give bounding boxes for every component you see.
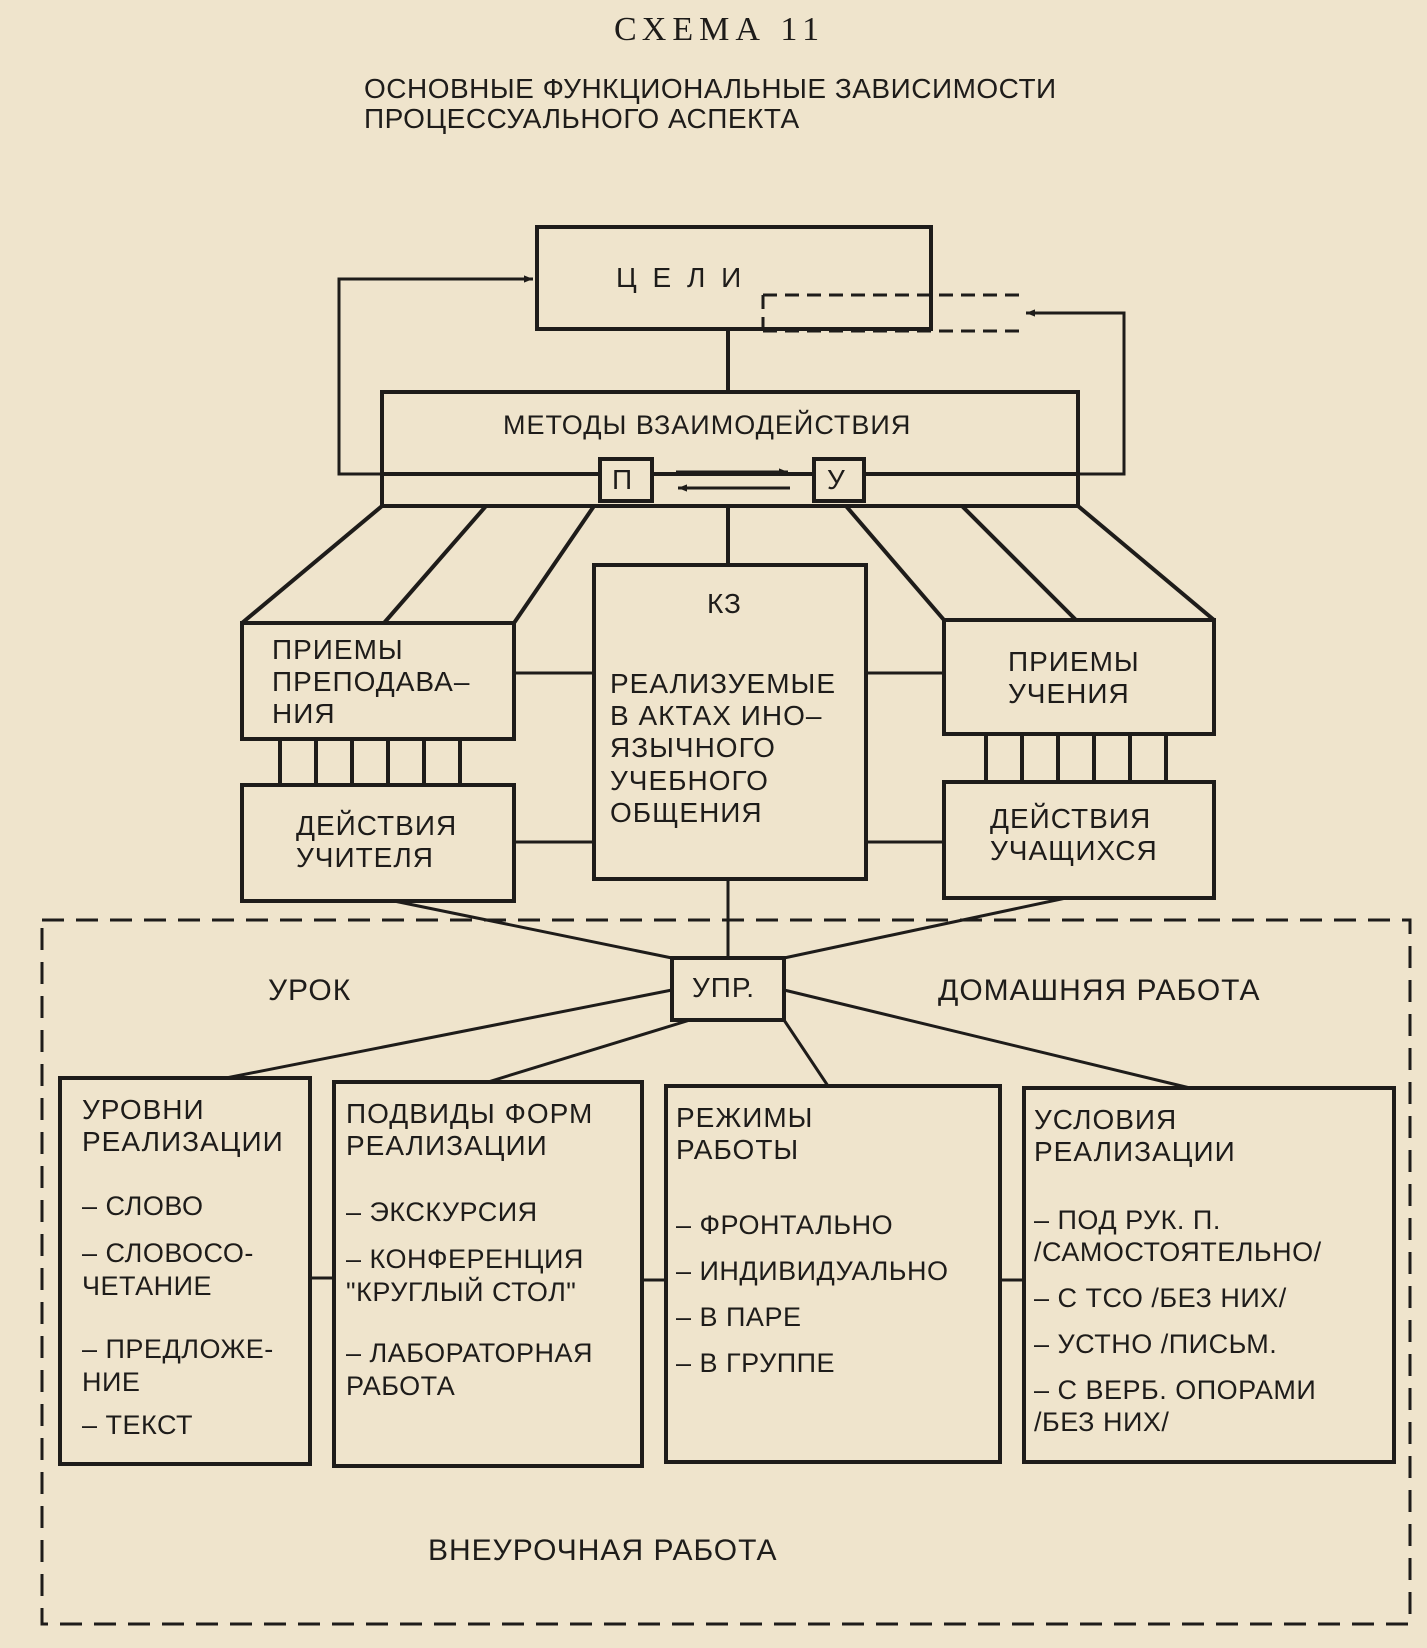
levels-list: – СЛОВО – СЛОВОСО- ЧЕТАНИЕ – ПРЕДЛОЖЕ- Н… (82, 1190, 274, 1442)
list-item: /САМОСТОЯТЕЛЬНО/ (1034, 1237, 1322, 1267)
goals-dashed-box (761, 293, 1024, 333)
label-line: ПРИЕМЫ (272, 634, 404, 665)
teaching-techniques-box (240, 621, 516, 741)
box-title-line: УСЛОВИЯ (1034, 1104, 1178, 1135)
box-title-line: РЕАЛИЗАЦИИ (1034, 1136, 1236, 1168)
student-actions-label: ДЕЙСТВИЯ УЧАЩИХСЯ (990, 803, 1158, 867)
list-item: – ЛАБОРАТОРНАЯ (346, 1338, 594, 1368)
list-item: – ПОД РУК. П. (1034, 1205, 1221, 1235)
conditions-list: – ПОД РУК. П. /САМОСТОЯТЕЛЬНО/ – С ТСО /… (1034, 1204, 1322, 1438)
label-line: ПРИЕМЫ (1008, 646, 1140, 677)
label-line: ДЕЙСТВИЯ (296, 810, 458, 841)
list-item: – СЛОВО (82, 1191, 204, 1221)
list-item: – КОНФЕРЕНЦИЯ (346, 1244, 584, 1274)
teaching-techniques-label: ПРИЕМЫ ПРЕПОДАВА– НИЯ (272, 634, 470, 731)
kz-line: ЯЗЫЧНОГО (610, 732, 776, 764)
kz-line: РЕАЛИЗУЕМЫЕ (610, 668, 836, 699)
list-item: – ПРЕДЛОЖЕ- (82, 1334, 274, 1364)
forms-title: ПОДВИДЫ ФОРМ РЕАЛИЗАЦИИ (346, 1098, 593, 1162)
scheme-subtitle-line1: ОСНОВНЫЕ ФУНКЦИОНАЛЬНЫЕ ЗАВИСИМОСТИ (364, 73, 1057, 104)
lesson-label: УРОК (268, 974, 352, 1007)
goals-box (535, 225, 933, 331)
student-actions-box (942, 780, 1216, 900)
scheme-subtitle-line2: ПРОЦЕССУАЛЬНОГО АСПЕКТА (364, 103, 800, 134)
box-title-line: РЕАЛИЗАЦИИ (82, 1126, 284, 1158)
label-line: НИЯ (272, 698, 336, 730)
methods-label: МЕТОДЫ ВЗАИМОДЕЙСТВИЯ (503, 410, 912, 440)
extracurricular-label: ВНЕУРОЧНАЯ РАБОТА (428, 1534, 778, 1567)
label-line: УЧАЩИХСЯ (990, 835, 1158, 867)
list-item: – ФРОНТАЛЬНО (676, 1210, 894, 1240)
forms-box (332, 1080, 644, 1468)
list-item: "КРУГЛЫЙ СТОЛ" (346, 1277, 577, 1307)
list-item: – УСТНО /ПИСЬМ. (1034, 1329, 1278, 1359)
kz-line: В АКТАХ ИНО– (610, 700, 823, 732)
list-item: – С ТСО /БЕЗ НИХ/ (1034, 1283, 1287, 1313)
box-title-line: РЕЖИМЫ (676, 1102, 814, 1133)
list-item: – СЛОВОСО- (82, 1238, 254, 1268)
goals-label: Ц Е Л И (616, 262, 746, 293)
list-item: – С ВЕРБ. ОПОРАМИ (1034, 1375, 1317, 1405)
modes-box (664, 1084, 1002, 1464)
list-item: – В ГРУППЕ (676, 1348, 836, 1378)
label-line: УЧЕНИЯ (1008, 678, 1130, 710)
list-item: – В ПАРЕ (676, 1302, 802, 1332)
box-title-line: ПОДВИДЫ ФОРМ (346, 1098, 594, 1129)
levels-box (58, 1076, 312, 1466)
box-title-line: УРОВНИ (82, 1094, 205, 1125)
modes-title: РЕЖИМЫ РАБОТЫ (676, 1102, 813, 1166)
box-title-line: РЕАЛИЗАЦИИ (346, 1130, 548, 1162)
kz-line: УЧЕБНОГО (610, 764, 769, 796)
outer-dashed-region (40, 918, 1412, 1626)
list-item: /БЕЗ НИХ/ (1034, 1407, 1170, 1437)
label-line: ДЕЙСТВИЯ (990, 803, 1152, 834)
upr-label: УПР. (692, 972, 756, 1003)
kz-box (592, 563, 868, 881)
learning-techniques-label: ПРИЕМЫ УЧЕНИЯ (1008, 646, 1140, 710)
forms-list: – ЭКСКУРСИЯ – КОНФЕРЕНЦИЯ "КРУГЛЫЙ СТОЛ"… (346, 1196, 593, 1403)
list-item: РАБОТА (346, 1371, 456, 1401)
homework-label: ДОМАШНЯЯ РАБОТА (938, 974, 1261, 1007)
kz-body: РЕАЛИЗУЕМЫЕ В АКТАХ ИНО– ЯЗЫЧНОГО УЧЕБНО… (610, 668, 836, 829)
kz-title: КЗ (707, 588, 742, 619)
teacher-actions-label: ДЕЙСТВИЯ УЧИТЕЛЯ (296, 810, 457, 874)
list-item: – ЭКСКУРСИЯ (346, 1197, 538, 1227)
scheme-title: СХЕМА 11 (614, 11, 826, 48)
u-label: У (827, 464, 846, 495)
conditions-box (1022, 1086, 1396, 1464)
conditions-title: УСЛОВИЯ РЕАЛИЗАЦИИ (1034, 1104, 1236, 1168)
p-box (598, 457, 654, 503)
list-item: – ИНДИВИДУАЛЬНО (676, 1256, 949, 1286)
kz-line: ОБЩЕНИЯ (610, 796, 763, 828)
box-title-line: РАБОТЫ (676, 1134, 800, 1166)
list-item: ЧЕТАНИЕ (82, 1271, 213, 1301)
modes-list: – ФРОНТАЛЬНО – ИНДИВИДУАЛЬНО – В ПАРЕ – … (676, 1202, 949, 1386)
label-line: ПРЕПОДАВА– (272, 666, 471, 698)
list-item: – ТЕКСТ (82, 1410, 194, 1440)
learning-techniques-box (942, 618, 1216, 736)
p-label: П (612, 464, 634, 495)
u-box (812, 457, 866, 503)
label-line: УЧИТЕЛЯ (296, 842, 434, 874)
levels-title: УРОВНИ РЕАЛИЗАЦИИ (82, 1094, 284, 1158)
list-item: НИЕ (82, 1367, 141, 1397)
